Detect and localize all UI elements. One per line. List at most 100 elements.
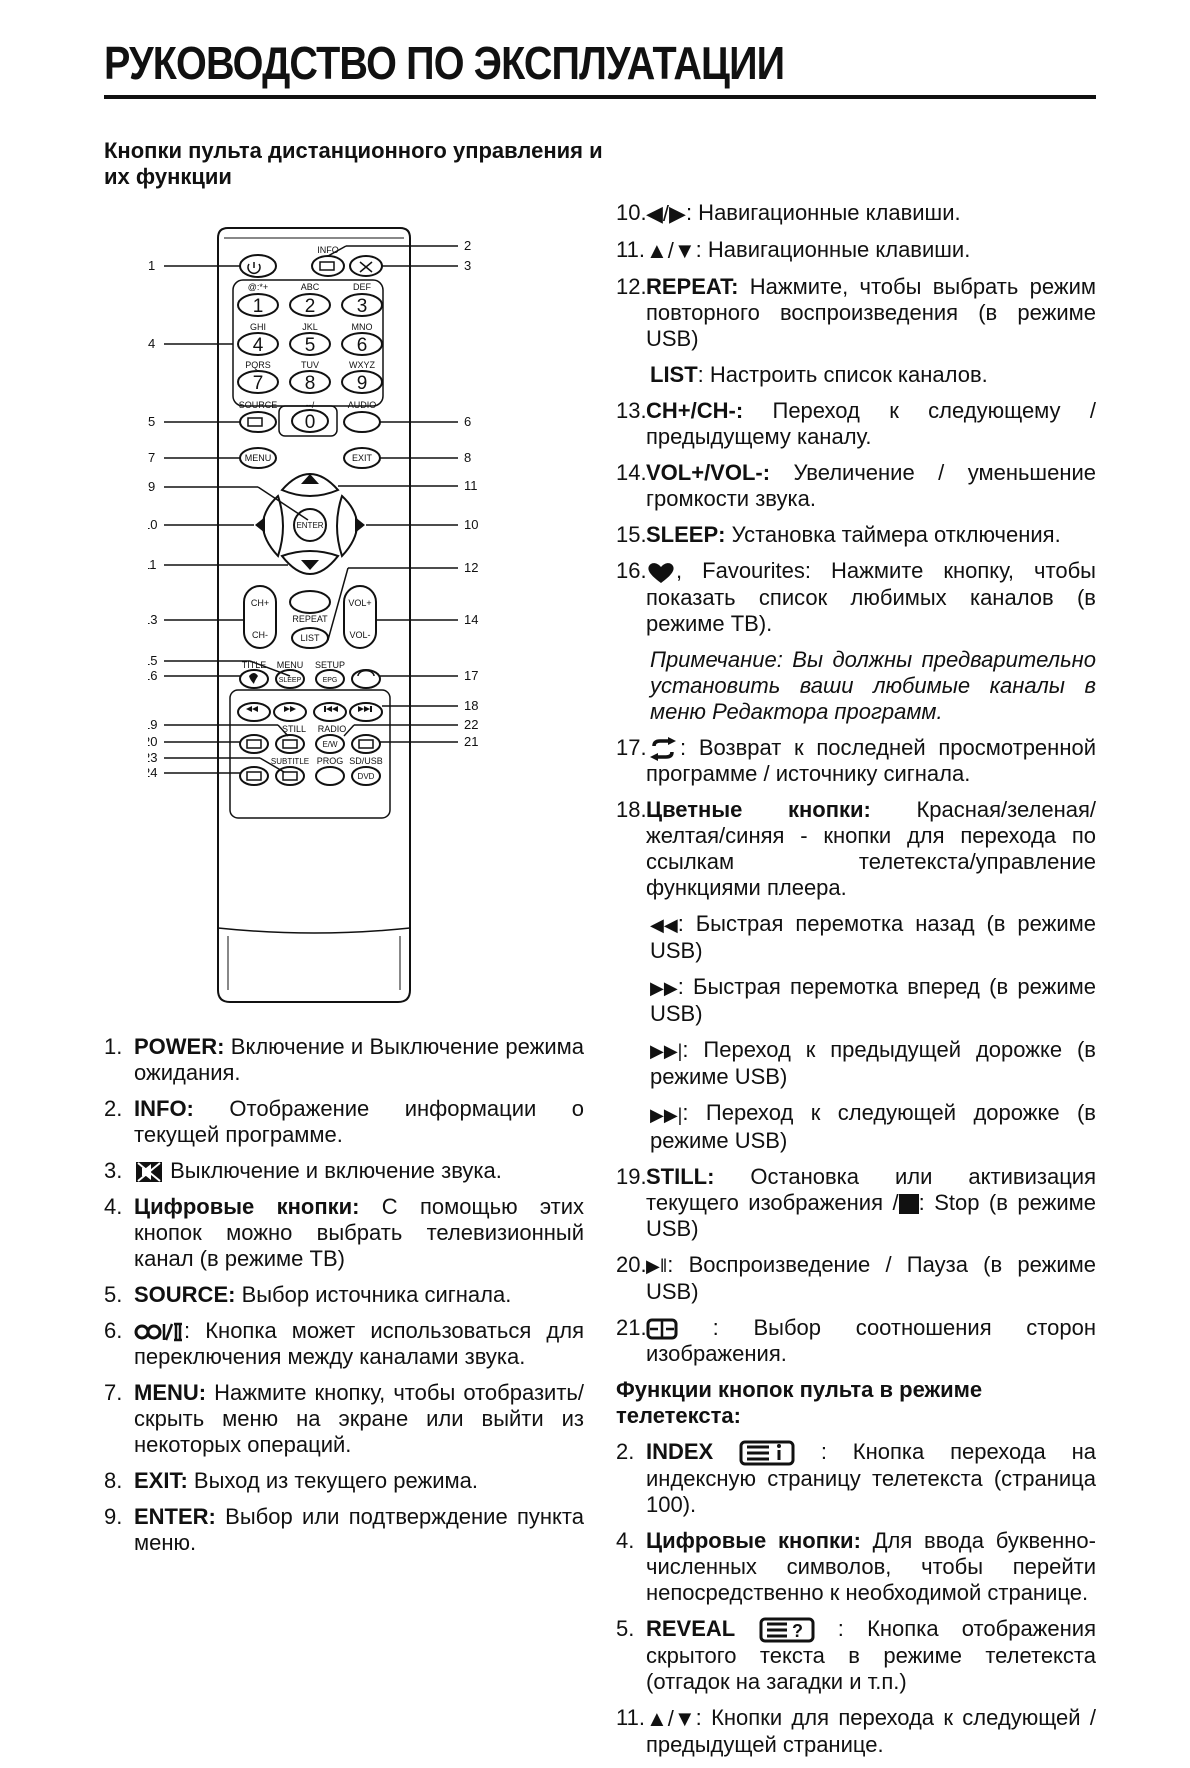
list-item-still: 19.STILL: Остановка или активизация теку… [616, 1163, 1096, 1241]
label-info: INFO [317, 245, 339, 255]
callout-7: 7 [148, 450, 155, 465]
label-ch-plus: CH+ [251, 598, 269, 608]
digit-8: 8 [305, 373, 316, 394]
callout-22: 22 [464, 717, 478, 732]
mute-icon [136, 1162, 162, 1183]
callout-1: 1 [148, 258, 155, 273]
callout-10a: 10 [148, 517, 157, 532]
label-dash: --/ [306, 400, 315, 410]
label-vol-minus: VOL- [349, 630, 370, 640]
callout-13: 13 [148, 612, 157, 627]
list-item-audio: 6.: Кнопка может использоваться для пере… [104, 1318, 584, 1370]
sub-item-fast-forward: ▶▶: Быстрая перемотка вперед (в режиме U… [650, 973, 1096, 1027]
callout-12: 12 [464, 560, 478, 575]
left-right-arrow-icon: ◀/▶ [646, 201, 686, 227]
list-item-source: 5.SOURCE: Выбор источника сигнала. [104, 1282, 512, 1308]
callout-17: 17 [464, 668, 478, 683]
rewind-icon: ◀◀ [650, 914, 678, 935]
sub-item-prev-track: ▶▶|: Переход к предыдущей дорожке (в реж… [650, 1037, 1096, 1090]
callout-8: 8 [464, 450, 471, 465]
label-enter: ENTER [296, 521, 323, 530]
list-item-repeat: 12.REPEAT: Нажмите, чтобы выбрать режим … [616, 274, 1096, 352]
title-rule [104, 95, 1096, 99]
up-down-arrow-icon-2: ▲/▼ [646, 1706, 696, 1732]
digit-6: 6 [357, 335, 368, 356]
list-item-digits: 4.Цифровые кнопки: С помощью этих кнопок… [104, 1194, 584, 1272]
digit-0: 0 [305, 412, 316, 433]
play-pause-icon: ▶‖ [646, 1255, 668, 1276]
label-mno: MNO [352, 322, 373, 332]
list-item-nav-lr: 10.◀/▶: Навигационные клавиши. [616, 200, 961, 227]
previous-track-icon: ▶▶| [650, 1041, 683, 1062]
sub-item-next-track: ▶▶|: Переход к следующей дорожке (в режи… [650, 1100, 1096, 1153]
callout-4: 4 [148, 336, 155, 351]
fast-forward-icon: ▶▶ [650, 978, 678, 999]
list-item-menu: 7.MENU: Нажмите кнопку, чтобы отобразить… [104, 1380, 584, 1458]
svg-text:?: ? [792, 1621, 803, 1641]
label-source: SOURCE [239, 400, 278, 410]
index-icon [739, 1440, 795, 1466]
list-item-play-pause: 20.▶‖: Воспроизведение / Пауза (в режиме… [616, 1251, 1096, 1304]
callout-9: 9 [148, 479, 155, 494]
callout-5: 5 [148, 414, 155, 429]
callout-23: 23 [148, 750, 157, 765]
callout-15: 15 [148, 653, 157, 668]
label-sym: @:*+ [248, 282, 268, 292]
up-down-arrow-icon: ▲/▼ [646, 238, 696, 264]
callout-16: 16 [148, 668, 157, 683]
list-item-list: LIST: Настроить список каналов. [650, 362, 988, 388]
label-sleep: SLEEP [279, 677, 302, 684]
digit-5: 5 [305, 335, 316, 356]
list-item-index: 2.INDEX : Кнопка перехода на индексную с… [616, 1438, 1096, 1517]
list-item-aspect: 21. : Выбор соотношения сторон изображен… [616, 1314, 1096, 1366]
list-item-sleep: 15.SLEEP: Установка таймера отключения. [616, 522, 1061, 548]
reveal-icon: ? [759, 1617, 814, 1643]
sub-item-rewind: ◀◀: Быстрая перемотка назад (в режиме US… [650, 910, 1096, 963]
digit-9: 9 [357, 373, 368, 394]
digit-7: 7 [253, 373, 264, 394]
digit-4: 4 [253, 335, 264, 356]
digit-1: 1 [253, 296, 264, 317]
callout-11a: 11 [464, 478, 478, 493]
callout-21: 21 [464, 734, 478, 749]
favourites-note: Примечание: Вы должны предварительно уст… [650, 646, 1096, 724]
return-icon [650, 736, 676, 761]
label-title: TITLE [242, 660, 267, 670]
list-item-color-keys: 18.Цветные кнопки: Красная/зеленая/желта… [616, 796, 1096, 900]
label-vol-plus: VOL+ [348, 598, 371, 608]
label-def: DEF [353, 282, 372, 292]
label-tuv: TUV [301, 360, 319, 370]
callout-18: 18 [464, 698, 478, 713]
list-item-favourites: 16., Favourites: Нажмите кнопку, чтобы п… [616, 558, 1096, 636]
callout-10b: 10 [464, 517, 478, 532]
label-subtitle: SUBTITLE [271, 757, 309, 766]
callout-11b: 11 [148, 557, 157, 572]
list-item-teletext-digits: 4.Цифровые кнопки: Для ввода буквенно-чи… [616, 1527, 1096, 1605]
label-abc: ABC [301, 282, 320, 292]
list-item-exit: 8.EXIT: Выход из текущего режима. [104, 1468, 478, 1494]
label-ew: E/W [322, 740, 338, 749]
label-dvd: DVD [358, 772, 375, 781]
label-ch-minus: CH- [252, 630, 268, 640]
label-sdusb: SD/USB [349, 756, 383, 766]
callout-24: 24 [148, 765, 157, 780]
list-item-volume: 14.VOL+/VOL-: Увеличение / уменьшение гр… [616, 460, 1096, 512]
callout-14: 14 [464, 612, 478, 627]
remote-control-illustration: INFO @:*+ ABC DEF GHI JKL MNO PQRS TUV W… [148, 227, 478, 1003]
stop-icon [898, 1193, 919, 1214]
audio-channel-icon [134, 1323, 182, 1342]
label-prog: PROG [317, 756, 344, 766]
callout-19: 19 [148, 717, 157, 732]
label-setup: SETUP [315, 660, 345, 670]
list-item-enter: 9.ENTER: Выбор или подтверждение пункта … [104, 1504, 584, 1556]
label-menu-2: MENU [277, 660, 304, 670]
teletext-section-title: Функции кнопок пульта в режиме телетекст… [616, 1376, 983, 1428]
page-title: РУКОВОДСТВО ПО ЭКСПЛУАТАЦИИ [104, 37, 785, 89]
aspect-ratio-icon [646, 1318, 678, 1340]
list-item-nav-ud: 11.▲/▼: Навигационные клавиши. [616, 237, 971, 264]
left-list: 1.POWER: Включение и Выключение режима о… [104, 1034, 584, 1566]
heart-icon [648, 562, 674, 583]
callout-2: 2 [464, 238, 471, 253]
label-still: STILL [282, 724, 306, 734]
label-wxyz: WXYZ [349, 360, 376, 370]
